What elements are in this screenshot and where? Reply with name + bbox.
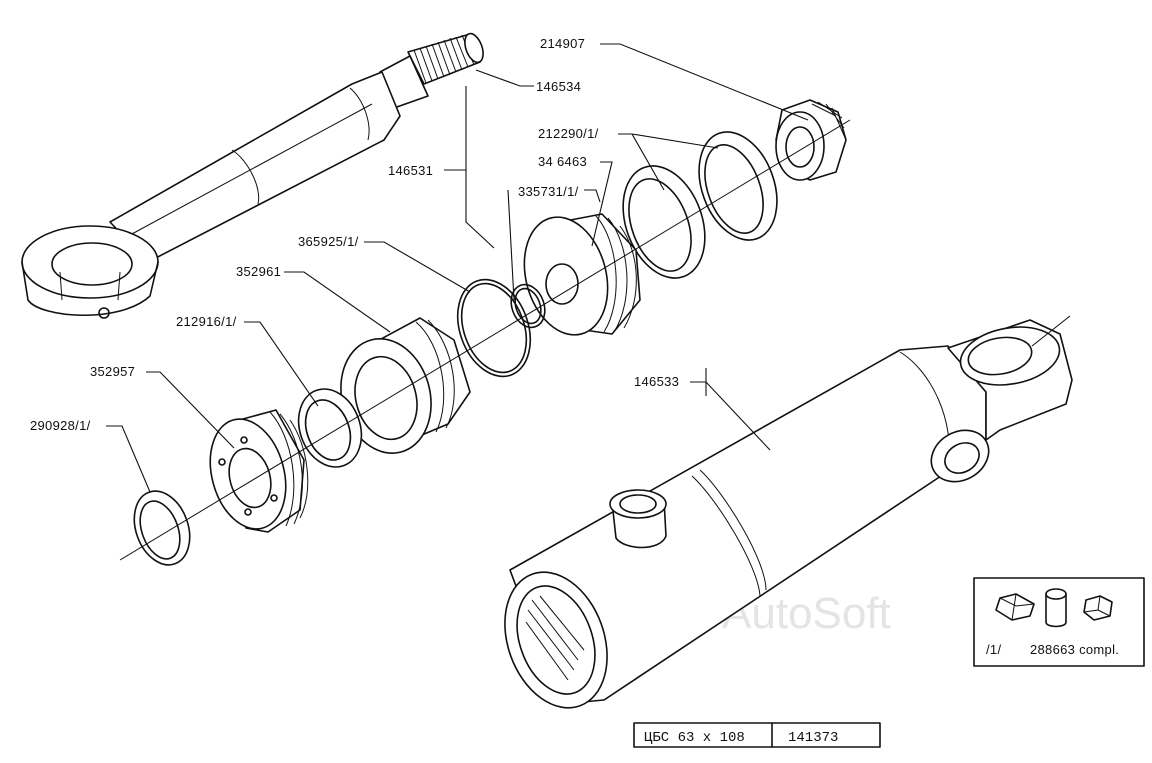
guide-rings-212290 [622, 131, 778, 279]
label-212916: 212916/1/ [176, 314, 237, 329]
repair-kit-box: /1/ 288663 compl. [973, 577, 1145, 667]
cylinder-barrel-146533 [504, 319, 1073, 709]
title-block: ЦБС 63 x 108 141373 [633, 722, 881, 748]
kit-number: 288663 compl. [1030, 642, 1119, 657]
label-352957: 352957 [90, 364, 135, 379]
assembly-axis [119, 119, 851, 561]
kit-mark: /1/ [986, 642, 1001, 657]
label-146534: 146534 [536, 79, 581, 94]
label-212290: 212290/1/ [538, 126, 599, 141]
label-146531: 146531 [388, 163, 433, 178]
title-designation: ЦБС 63 x 108 [644, 730, 745, 746]
piston-rod-146534 [21, 32, 484, 319]
label-335731: 335731/1/ [518, 184, 579, 199]
nut-214907 [775, 99, 847, 181]
label-214907: 214907 [540, 36, 585, 51]
wiper-290928 [133, 490, 191, 566]
rod-guide-352961 [340, 317, 471, 454]
label-146533: 146533 [634, 374, 679, 389]
leader-lines [106, 43, 1071, 493]
part-labels: 214907 146534 212290/1/ 34 6463 146531 3… [30, 36, 679, 433]
label-365925: 365925/1/ [298, 234, 359, 249]
label-346463: 34 6463 [538, 154, 587, 169]
o-ring-335731 [510, 283, 546, 329]
title-number: 141373 [788, 730, 838, 746]
label-290928: 290928/1/ [30, 418, 91, 433]
label-352961: 352961 [236, 264, 281, 279]
